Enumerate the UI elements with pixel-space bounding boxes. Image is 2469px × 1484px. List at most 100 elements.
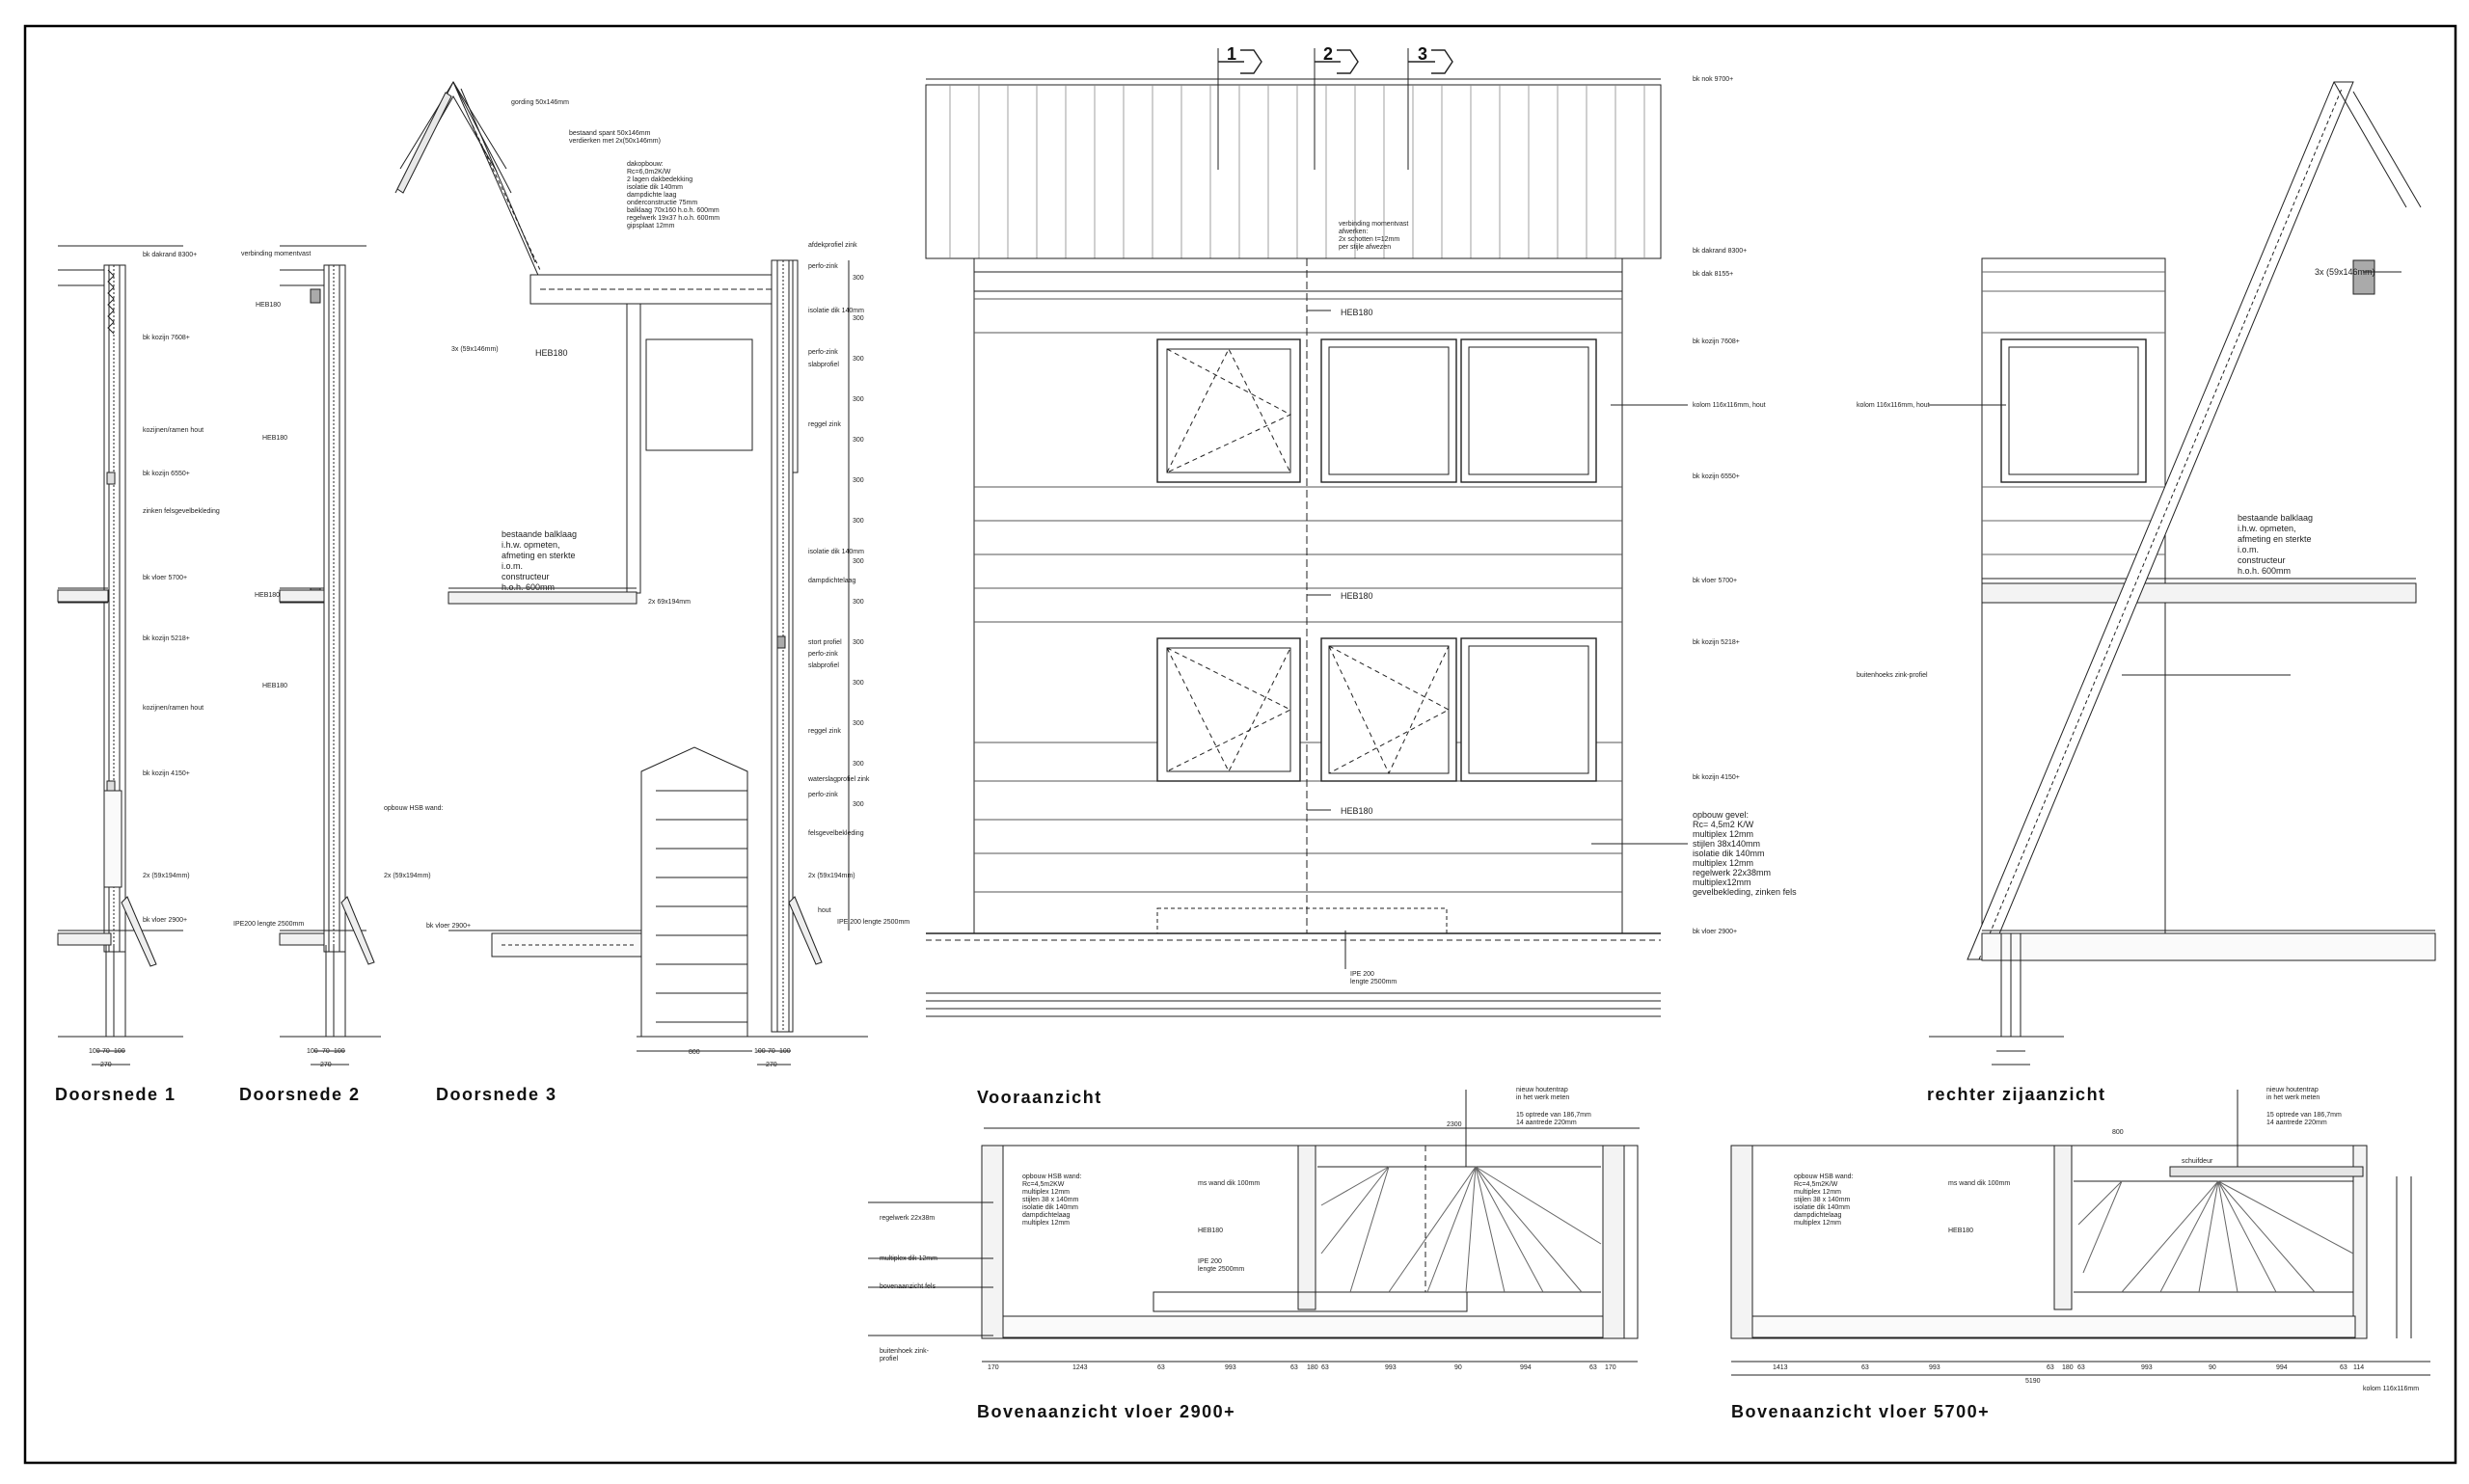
svg-text:gording 50x146mm: gording 50x146mm (511, 99, 569, 106)
front-ipe-0: IPE 200 (1350, 971, 1374, 978)
p57-wand-2: multiplex 12mm (1794, 1189, 1841, 1196)
p57-wand-6: multiplex 12mm (1794, 1220, 1841, 1227)
svg-text:regelwerk 19x37 h.o.h. 600mm: regelwerk 19x37 h.o.h. 600mm (627, 215, 719, 222)
s1-dim-1: 70 (102, 1048, 110, 1055)
s1-label-10: bk vloer 2900+ (143, 917, 187, 924)
p29-dim-top: 2300 (1447, 1121, 1462, 1128)
side-kolom: kolom 116x116mm, hout (1857, 402, 1930, 409)
s1-label-7: kozijnen/ramen hout (143, 705, 203, 712)
front-verbinding-2: 2x schotten t=12mm (1339, 236, 1399, 243)
title-zijaanzicht: rechter zijaanzicht (1927, 1085, 2106, 1104)
p29-fels: bovenaanzicht fels (880, 1283, 936, 1290)
s3-balken: 2x 69x194mm (648, 599, 691, 606)
s1-label-1: bk kozijn 7608+ (143, 335, 190, 341)
svg-text:gipsplaat 12mm: gipsplaat 12mm (627, 223, 675, 229)
side-balk-4: constructeur (2238, 555, 2286, 565)
p29-multiplex: multiplex dik 12mm (880, 1255, 937, 1262)
plan-2900-labels: opbouw HSB wand: Rc=4,5m2KW multiplex 12… (880, 1087, 1616, 1371)
s3-dh-8: 300 (853, 599, 864, 606)
s3-dh-5: 300 (853, 477, 864, 484)
side-balk-3: i.o.m. (2238, 545, 2259, 554)
p57-schuif: schuifdeur (2182, 1158, 2213, 1165)
s3-balk-5: h.o.h. 600mm (502, 582, 555, 592)
s1-label-3: bk kozijn 6550+ (143, 471, 190, 477)
p29-trap-3: 15 optrede van 186,7mm (1516, 1112, 1591, 1119)
p57-dim-2: 993 (1929, 1364, 1940, 1371)
p29-dim-10: 63 (1589, 1364, 1597, 1371)
p57-trap-3: 15 optrede van 186,7mm (2266, 1112, 2342, 1119)
p57-dim-3: 63 (2047, 1364, 2054, 1371)
title-doorsnede-2: Doorsnede 2 (239, 1085, 361, 1104)
p57-dim-6: 993 (2141, 1364, 2153, 1371)
svg-text:dampdichte laag: dampdichte laag (627, 192, 676, 199)
front-verbinding-0: verbinding momentvast (1339, 221, 1408, 228)
svg-text:2 lagen dakbedekking: 2 lagen dakbedekking (627, 176, 692, 183)
front-gevel-3: stijlen 38x140mm (1693, 839, 1760, 849)
s1-label-8: bk kozijn 4150+ (143, 770, 190, 777)
s3-vloer: bk vloer 2900+ (426, 923, 471, 930)
s3r-17: IPE 200 lengte 2500mm (837, 919, 909, 926)
s3r-7: dampdichtelaag (808, 578, 856, 584)
p29-dim-6: 63 (1321, 1364, 1329, 1371)
p29-wand-4: isolatie dik 140mm (1022, 1204, 1078, 1211)
p57-dim-1: 63 (1861, 1364, 1869, 1371)
level-vloer5700: bk vloer 5700+ (1693, 578, 1737, 584)
p57-dim-4: 180 (2062, 1364, 2074, 1371)
s1-label-5: bk vloer 5700+ (143, 575, 187, 581)
s1-label-0: bk dakrand 8300+ (143, 252, 197, 258)
s3-balk-3: i.o.m. (502, 561, 523, 571)
s3-dim-b2: 100 (779, 1048, 791, 1055)
s2-label-0: verbinding momentvast (241, 251, 311, 257)
level-vloer2900: bk vloer 2900+ (1693, 929, 1737, 935)
s3-dh-10: 300 (853, 680, 864, 687)
s3r-10: slabprofiel (808, 662, 839, 669)
s3-balk-0: bestaande balklaag (502, 529, 577, 539)
level-nok: bk nok 9700+ (1693, 76, 1733, 83)
p57-wand-3: stijlen 38 x 140mm (1794, 1197, 1851, 1203)
title-vooraanzicht: Vooraanzicht (977, 1088, 1102, 1107)
section-2-drawing (279, 245, 381, 1066)
s3r-6: isolatie dik 140mm (808, 549, 864, 555)
p57-wand-5: dampdichtelaag (1794, 1212, 1842, 1219)
s3r-3: perfo-zink (808, 349, 838, 356)
p29-wand-5: dampdichtelaag (1022, 1212, 1071, 1219)
p29-wand-6: multiplex 12mm (1022, 1220, 1070, 1227)
front-ipe-1: lengte 2500mm (1350, 979, 1397, 985)
front-heb-upper: HEB180 (1341, 308, 1373, 317)
p29-dim-2: 63 (1157, 1364, 1165, 1371)
side-buitenhoek: buitenhoeks zink-profiel (1857, 672, 1928, 679)
s3-dh-1: 300 (853, 315, 864, 322)
svg-text:onderconstructie 75mm: onderconstructie 75mm (627, 200, 697, 206)
s3-balk-4: constructeur (502, 572, 550, 581)
p29-dim-1: 1243 (1072, 1364, 1088, 1371)
sheet-border (23, 24, 2457, 1465)
section-1-drawing (57, 245, 183, 1066)
p29-wand-3: stijlen 38 x 140mm (1022, 1197, 1079, 1203)
s2-label-6: 2x (59x194mm) (384, 873, 431, 879)
front-verbinding-1: afwerken: (1339, 229, 1368, 235)
p57-trap-1: in het werk meten (2266, 1094, 2320, 1101)
side-balk-1: i.h.w. opmeten, (2238, 524, 2296, 533)
s3-dim-wide: 800 (689, 1049, 700, 1056)
front-gevel-5: multiplex 12mm (1693, 858, 1753, 868)
svg-text:Rc=6,0m2K/W: Rc=6,0m2K/W (627, 169, 671, 175)
p57-dim-0: 1413 (1773, 1364, 1788, 1371)
p29-dim-8: 90 (1454, 1364, 1462, 1371)
s3-dh-7: 300 (853, 558, 864, 565)
level-kozijn7608: bk kozijn 7608+ (1693, 338, 1740, 345)
s2-dim-3: 270 (320, 1062, 332, 1068)
plan-2900-drawing (868, 1090, 1640, 1363)
s3-balk-2: afmeting en sterkte (502, 551, 576, 560)
level-kozijn6550: bk kozijn 6550+ (1693, 473, 1740, 480)
level-kozijn5218: bk kozijn 5218+ (1693, 639, 1740, 646)
title-doorsnede-3: Doorsnede 3 (436, 1085, 557, 1104)
front-kolom: kolom 116x116mm, hout (1693, 402, 1766, 409)
s3-dh-4: 300 (853, 437, 864, 444)
p29-ipe-0: IPE 200 (1198, 1258, 1222, 1265)
p29-heb: HEB180 (1198, 1228, 1223, 1234)
section-3-labels: gording 50x146mm bestaand spant 50x146mm… (426, 99, 909, 1068)
front-gevel-6: regelwerk 22x38mm (1693, 868, 1771, 877)
section-3-drawing (394, 81, 868, 1066)
side-balk-5: h.o.h. 600mm (2238, 566, 2291, 576)
p57-heb: HEB180 (1948, 1228, 1973, 1234)
